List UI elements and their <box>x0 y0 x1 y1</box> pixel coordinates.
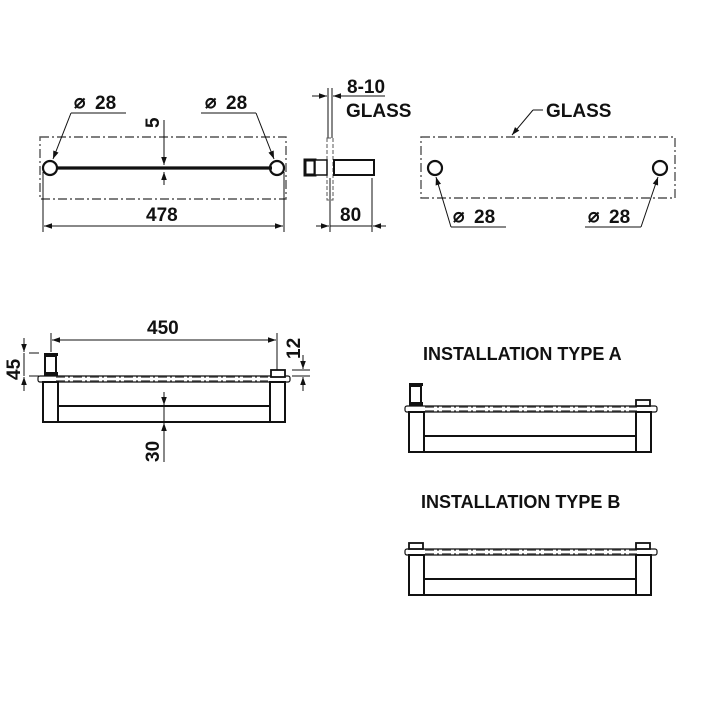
bar-side <box>333 159 375 176</box>
left-post-circle <box>41 159 59 177</box>
glass-outline <box>420 136 676 199</box>
right-hole-circle <box>651 159 669 177</box>
left-height: 45 <box>4 358 25 380</box>
installation-type-b: INSTALLATION TYPE B <box>404 492 658 596</box>
back-view: GLASS ⌀ 28 ⌀ 28 <box>420 101 676 228</box>
back-glass-label: GLASS <box>546 101 611 122</box>
center-distance: 450 <box>147 318 179 339</box>
top-view: 450 45 12 30 <box>4 318 310 462</box>
projection-depth: 80 <box>340 205 361 226</box>
front-view: ⌀ 28 ⌀ 28 5 478 <box>39 92 287 232</box>
diameter-symbol-icon: ⌀ <box>453 206 465 227</box>
left-hole-circle <box>426 159 444 177</box>
knob-neck <box>314 159 328 176</box>
installation-type-a: INSTALLATION TYPE A <box>404 344 658 453</box>
right-post <box>269 381 286 423</box>
bar-offset: 30 <box>143 441 164 462</box>
diameter-symbol-icon: ⌀ <box>588 206 600 227</box>
glass-thickness: 8-10 <box>347 77 385 98</box>
back-left-diameter: 28 <box>474 207 495 228</box>
knob-outer <box>303 158 317 177</box>
right-post-circle <box>268 159 286 177</box>
glass-outline <box>39 136 287 200</box>
left-post <box>42 381 59 423</box>
front-left-diameter: 28 <box>95 93 116 114</box>
front-right-diameter: 28 <box>226 93 247 114</box>
installation-a-title: INSTALLATION TYPE A <box>423 344 622 364</box>
overall-length: 478 <box>146 205 178 226</box>
right-height: 12 <box>284 338 305 359</box>
side-glass-label: GLASS <box>346 101 411 122</box>
back-right-diameter: 28 <box>609 207 630 228</box>
diameter-symbol-icon: ⌀ <box>74 92 86 113</box>
installation-b-title: INSTALLATION TYPE B <box>421 492 620 512</box>
diameter-symbol-icon: ⌀ <box>205 92 217 113</box>
side-view: 8-10 GLASS 80 <box>303 77 411 232</box>
bar-thickness: 5 <box>143 117 164 128</box>
glass-plate <box>37 375 291 383</box>
